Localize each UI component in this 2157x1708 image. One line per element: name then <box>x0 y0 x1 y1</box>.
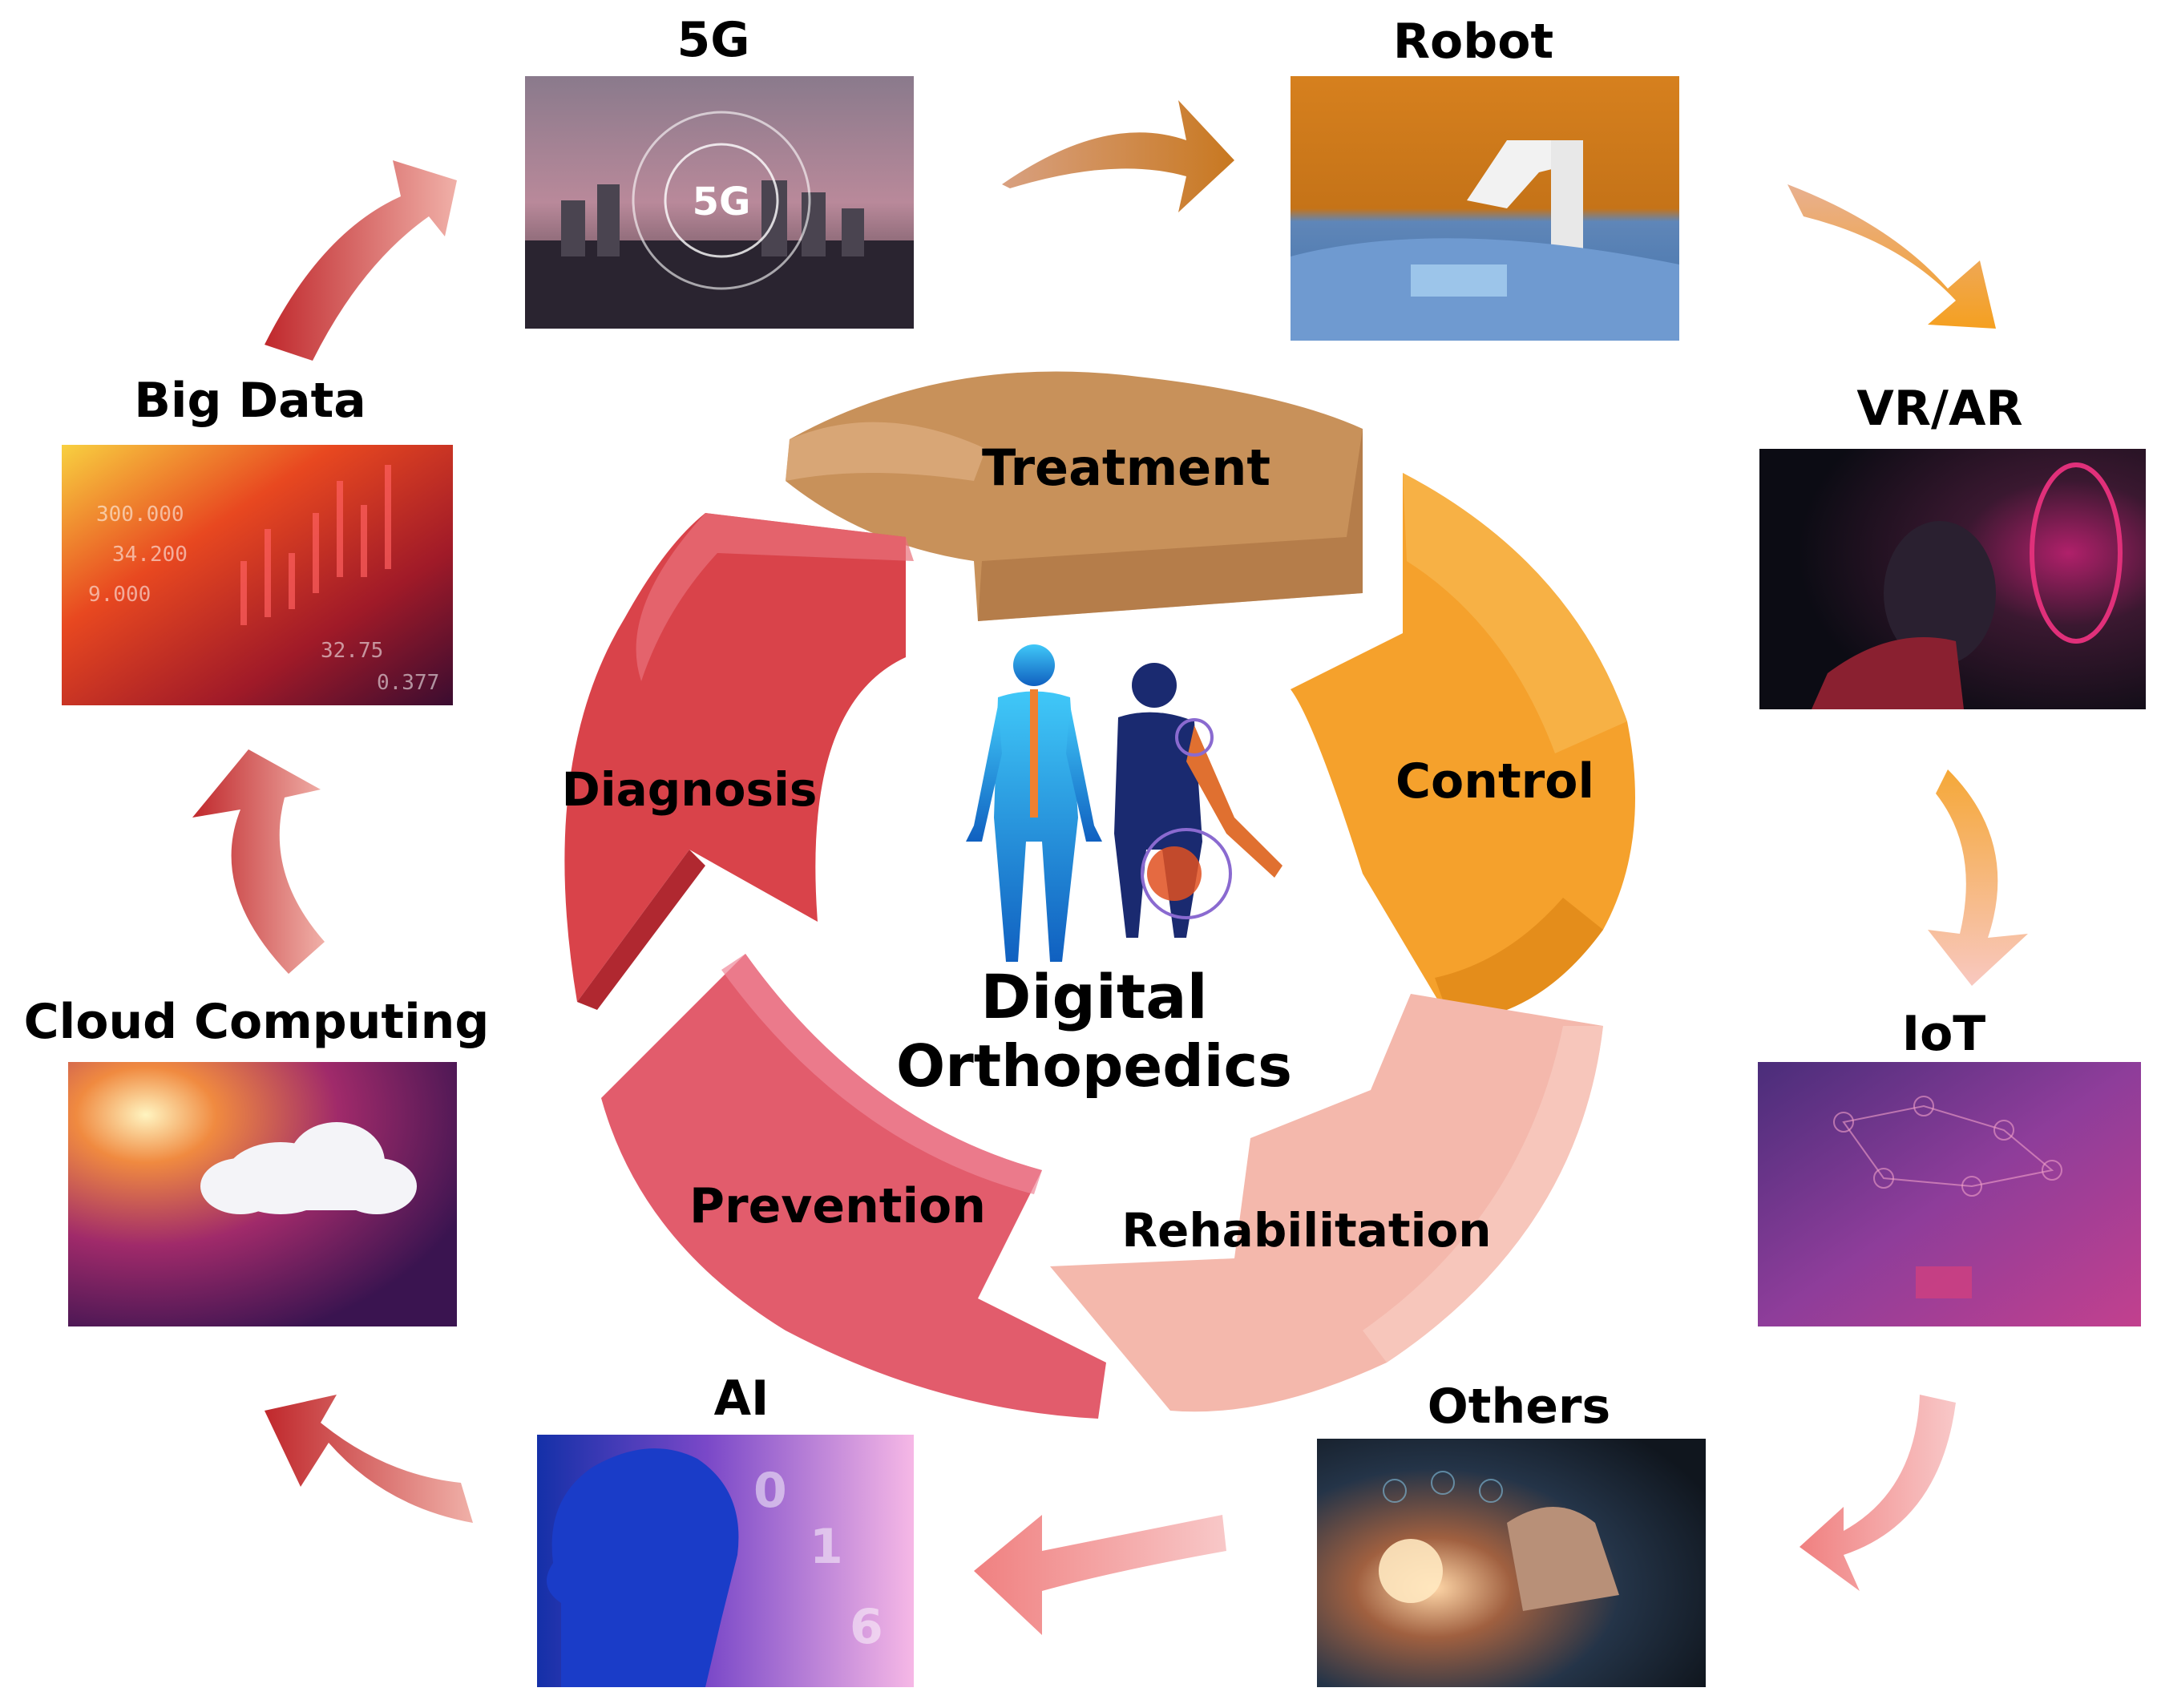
tech-label-5g: 5G <box>677 12 750 68</box>
tech-label-cloud: Cloud Computing <box>24 994 490 1050</box>
arrow-bigdata-to-5g <box>265 160 457 361</box>
financial-chart-photo-icon: 300.000 34.200 9.000 32.75 0.377 <box>62 445 453 705</box>
ai-head-photo-icon: 016 <box>537 1435 914 1687</box>
arrow-ai-to-cloud <box>265 1395 473 1523</box>
svg-text:6: 6 <box>850 1599 883 1655</box>
svg-text:0: 0 <box>753 1463 787 1519</box>
iot-network-photo-icon <box>1758 1062 2141 1326</box>
human-skeleton-figures-icon <box>966 644 1282 962</box>
stage-label-prevention: Prevention <box>689 1178 986 1234</box>
arrow-5g-to-robot <box>1002 100 1234 212</box>
svg-text:1: 1 <box>810 1519 843 1575</box>
tech-label-others: Others <box>1428 1379 1610 1435</box>
arrow-cloud-to-bigdata <box>192 749 325 974</box>
arrow-vrar-to-iot <box>1928 769 2028 986</box>
center-title-line1: Digital <box>980 961 1207 1032</box>
svg-text:300.000: 300.000 <box>96 503 184 527</box>
digital-interface-photo-icon <box>1317 1439 1706 1687</box>
svg-text:34.200: 34.200 <box>112 543 188 567</box>
stage-treatment <box>786 371 1363 621</box>
vr-headset-photo-icon <box>1759 449 2146 709</box>
center-title-line2: Orthopedics <box>896 1032 1292 1100</box>
stage-label-rehabilitation: Rehabilitation <box>1121 1203 1491 1258</box>
arrow-robot-to-vrar <box>1787 184 1996 329</box>
tech-label-bigdata: Big Data <box>134 373 366 429</box>
stage-label-diagnosis: Diagnosis <box>562 762 818 817</box>
stage-diagnosis <box>564 513 914 1010</box>
tech-label-ai: AI <box>714 1371 769 1427</box>
svg-text:32.75: 32.75 <box>321 639 383 663</box>
svg-text:5G: 5G <box>693 180 751 224</box>
svg-text:0.377: 0.377 <box>377 671 439 695</box>
stage-prevention <box>601 954 1106 1419</box>
cloud-photo-icon <box>68 1062 457 1326</box>
stage-control <box>1291 473 1635 1022</box>
surgical-robot-photo-icon <box>1291 76 1679 341</box>
stage-label-treatment: Treatment <box>982 438 1270 497</box>
tech-label-vrar: VR/AR <box>1856 381 2022 437</box>
arrow-iot-to-others <box>1800 1395 1956 1591</box>
arrow-others-to-ai <box>974 1515 1226 1635</box>
stage-rehabilitation <box>1050 994 1603 1412</box>
tech-label-robot: Robot <box>1393 14 1553 70</box>
city-5g-network-photo-icon: 5G <box>525 76 914 329</box>
svg-text:9.000: 9.000 <box>88 583 151 607</box>
stage-label-control: Control <box>1396 753 1594 810</box>
tech-label-iot: IoT <box>1902 1006 1986 1062</box>
